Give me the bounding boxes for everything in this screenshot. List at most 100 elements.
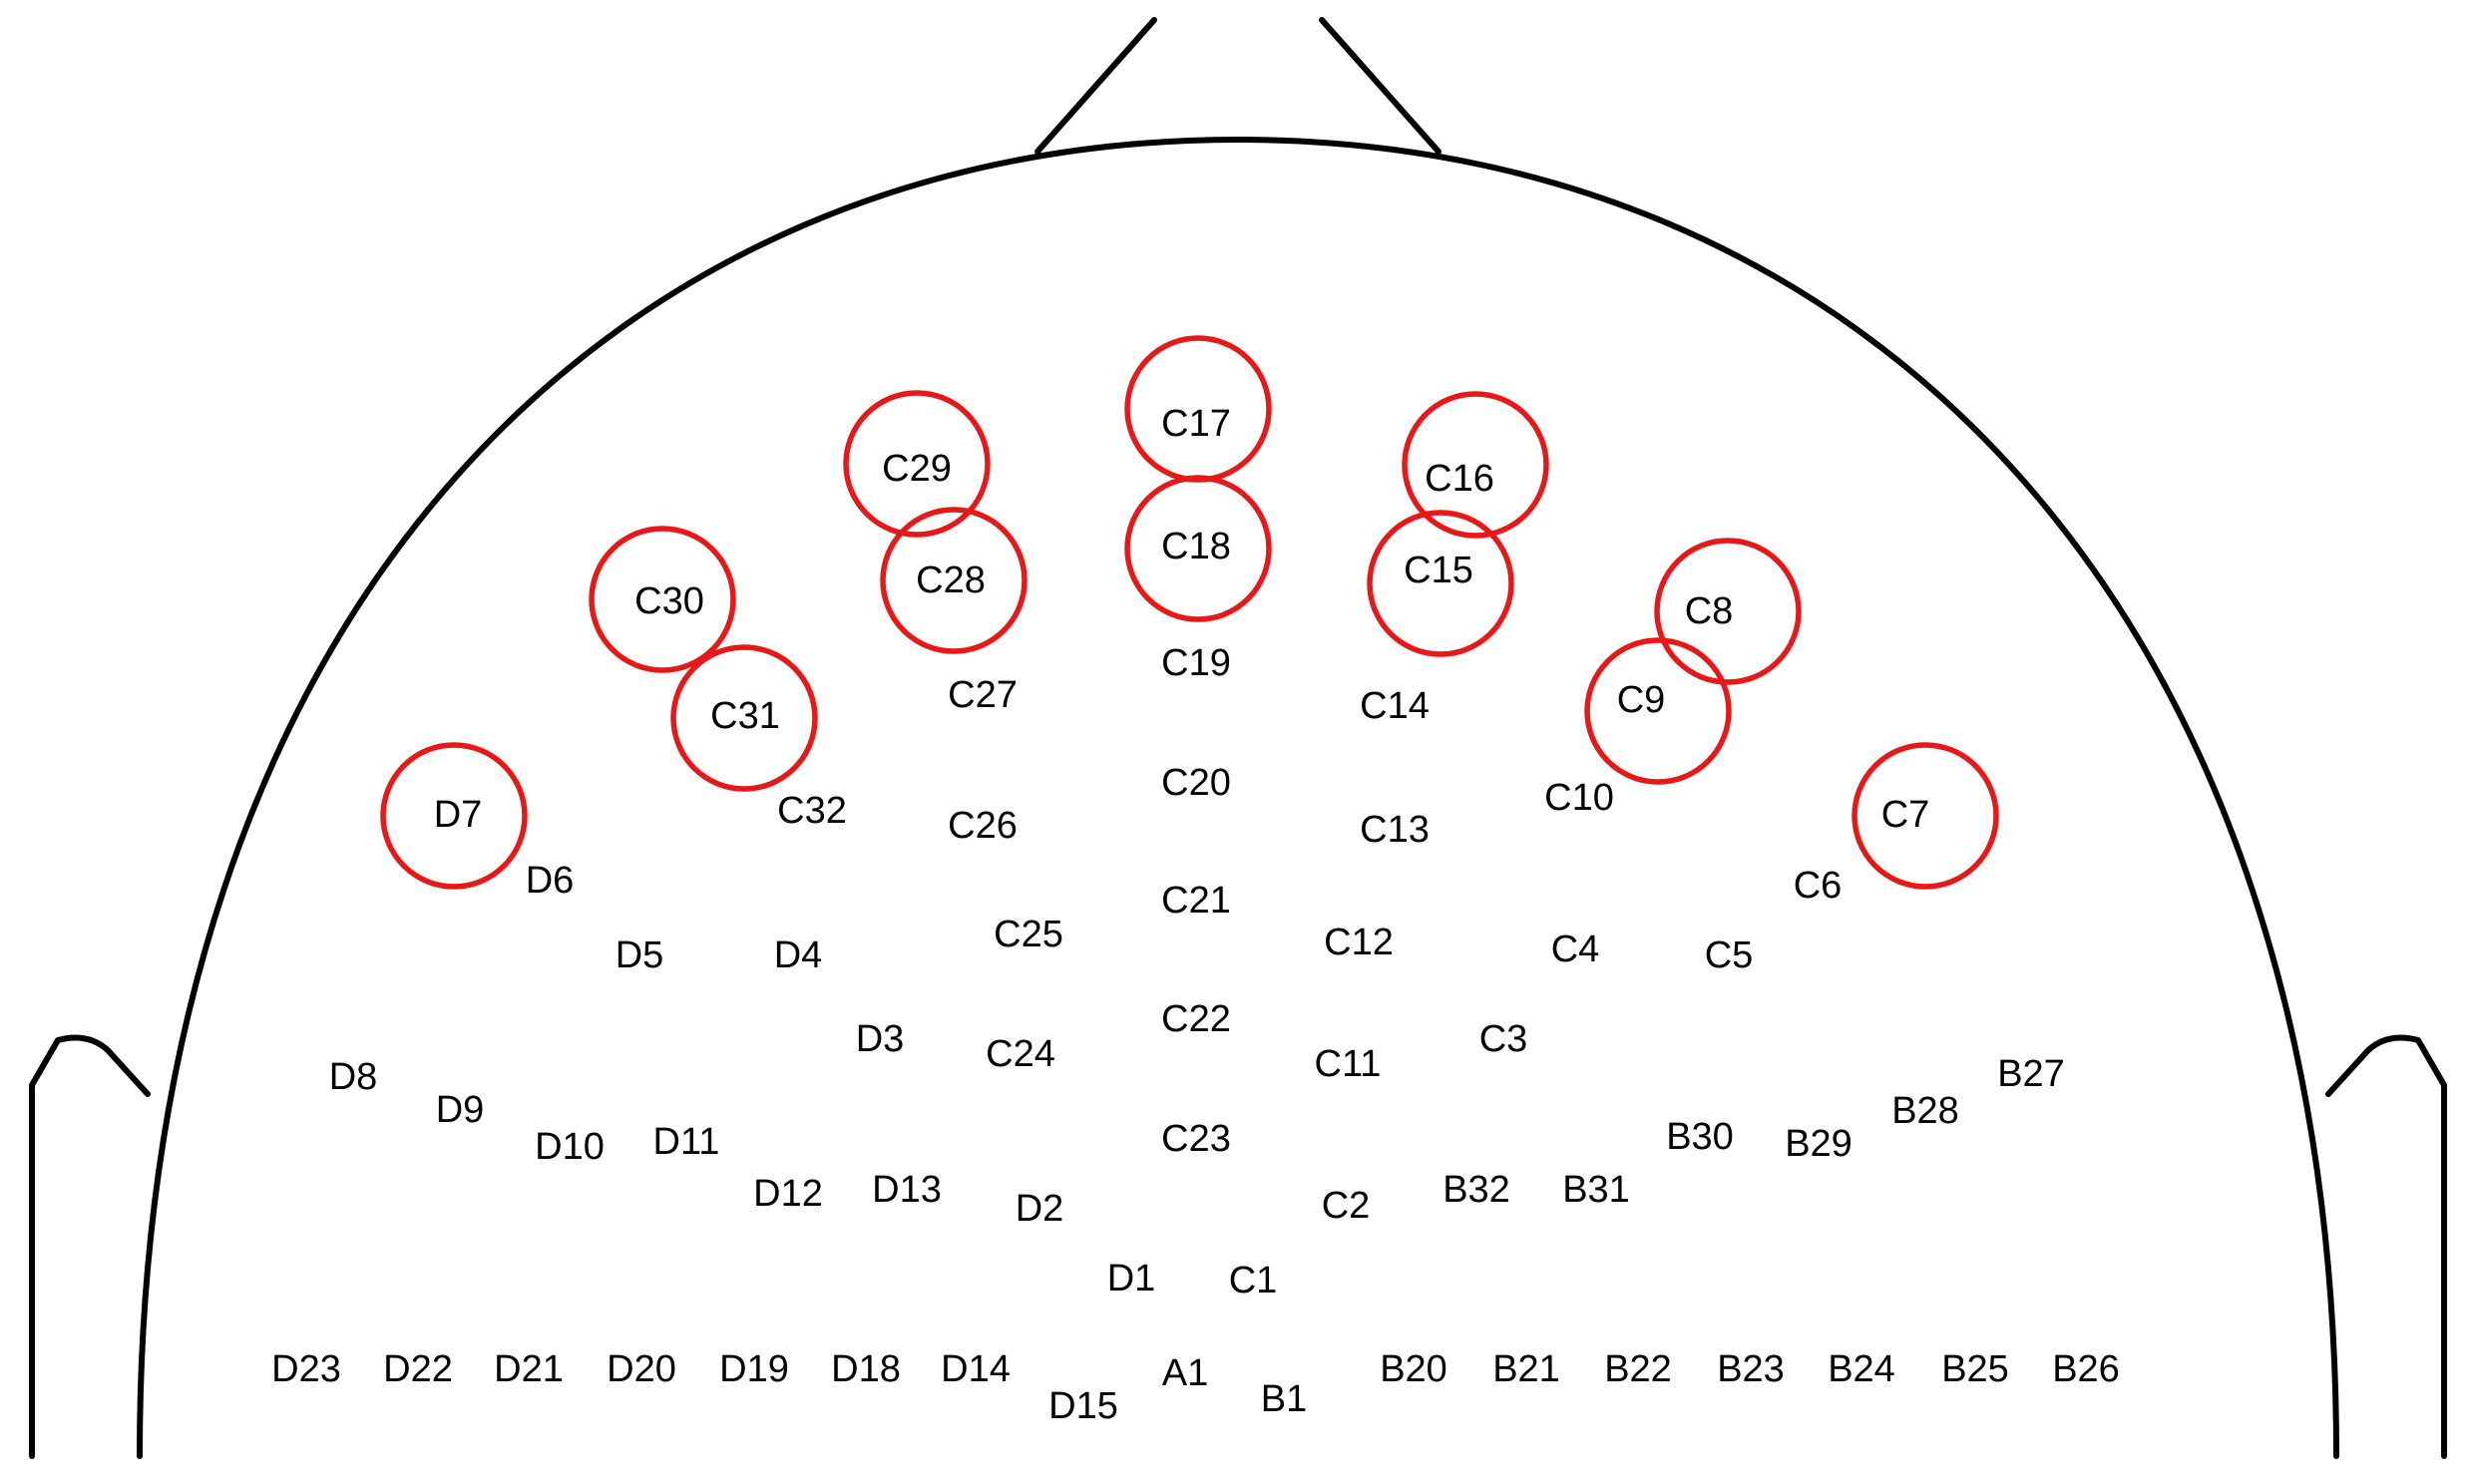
electrode-c18: C18	[1124, 475, 1272, 622]
electrode-label-d5: D5	[616, 934, 664, 976]
electrode-label-c3: C3	[1479, 1018, 1528, 1060]
electrode-c32: C32	[777, 790, 847, 832]
electrode-label-b31: B31	[1562, 1169, 1630, 1211]
electrode-c5: C5	[1705, 934, 1754, 976]
electrode-b22: B22	[1604, 1348, 1672, 1390]
electrode-label-c16: C16	[1425, 458, 1494, 500]
electrode-label-d1: D1	[1107, 1258, 1156, 1299]
electrode-c22: C22	[1161, 998, 1231, 1040]
electrode-label-b32: B32	[1443, 1169, 1510, 1211]
electrode-label-c8: C8	[1685, 590, 1734, 632]
electrode-c15: C15	[1367, 510, 1514, 657]
electrode-d3: D3	[856, 1018, 905, 1060]
highlight-ring-c29	[843, 390, 991, 538]
electrode-d19: D19	[719, 1348, 789, 1390]
electrode-c30: C30	[589, 526, 736, 673]
highlight-ring-c18	[1124, 475, 1272, 622]
right-ear-outline	[2325, 1034, 2447, 1459]
electrode-c16: C16	[1402, 391, 1549, 539]
electrode-label-b20: B20	[1380, 1348, 1447, 1390]
electrode-b28: B28	[1891, 1090, 1959, 1132]
highlight-ring-c15	[1367, 510, 1514, 657]
electrode-d23: D23	[271, 1348, 341, 1390]
electrode-d13: D13	[872, 1169, 942, 1211]
electrode-c12: C12	[1324, 922, 1394, 963]
electrode-label-c28: C28	[916, 559, 986, 601]
electrode-label-b21: B21	[1492, 1348, 1560, 1390]
electrode-label-d4: D4	[774, 934, 823, 976]
electrode-a1: A1	[1162, 1352, 1208, 1394]
electrode-label-d20: D20	[607, 1348, 676, 1390]
electrode-d12: D12	[753, 1173, 823, 1215]
electrode-label-b25: B25	[1941, 1348, 2009, 1390]
electrode-d8: D8	[329, 1056, 378, 1098]
highlight-ring-c9	[1584, 637, 1732, 785]
electrode-d10: D10	[535, 1126, 605, 1168]
electrode-label-b1: B1	[1261, 1378, 1307, 1420]
electrode-b1: B1	[1261, 1378, 1307, 1420]
electrode-label-c32: C32	[777, 790, 847, 832]
electrode-d5: D5	[616, 934, 664, 976]
electrode-c9: C9	[1584, 637, 1732, 785]
electrode-label-d14: D14	[941, 1348, 1011, 1390]
electrode-label-c30: C30	[634, 580, 704, 622]
electrode-c29: C29	[843, 390, 991, 538]
electrode-d18: D18	[831, 1348, 901, 1390]
electrode-label-c1: C1	[1229, 1260, 1278, 1301]
electrode-label-b23: B23	[1717, 1348, 1785, 1390]
electrode-label-c5: C5	[1705, 934, 1754, 976]
electrode-c10: C10	[1544, 777, 1614, 819]
electrode-d7: D7	[380, 742, 528, 890]
electrode-label-c6: C6	[1794, 865, 1843, 907]
electrode-c2: C2	[1322, 1185, 1371, 1227]
electrode-b25: B25	[1941, 1348, 2009, 1390]
electrode-label-d7: D7	[434, 794, 483, 836]
electrode-label-d3: D3	[856, 1018, 905, 1060]
electrode-label-c27: C27	[948, 674, 1018, 716]
electrode-label-d8: D8	[329, 1056, 378, 1098]
electrode-b27: B27	[1997, 1053, 2065, 1095]
electrode-c1: C1	[1229, 1260, 1278, 1301]
electrode-c11: C11	[1315, 1043, 1382, 1085]
electrode-label-c2: C2	[1322, 1185, 1371, 1227]
electrode-d4: D4	[774, 934, 823, 976]
electrode-label-c24: C24	[986, 1033, 1055, 1075]
electrode-c26: C26	[948, 805, 1018, 847]
electrode-c19: C19	[1161, 642, 1231, 684]
highlight-ring-c28	[880, 507, 1028, 654]
electrode-label-c7: C7	[1881, 794, 1930, 836]
highlight-ring-c7	[1852, 742, 1999, 890]
electrode-label-c20: C20	[1161, 762, 1231, 804]
electrode-b21: B21	[1492, 1348, 1560, 1390]
electrode-label-c10: C10	[1544, 777, 1614, 819]
electrode-b23: B23	[1717, 1348, 1785, 1390]
electrode-label-d23: D23	[271, 1348, 341, 1390]
head-outline	[29, 17, 2447, 1459]
electrode-label-d6: D6	[526, 860, 575, 902]
electrode-label-d22: D22	[383, 1348, 453, 1390]
electrode-d1: D1	[1107, 1258, 1156, 1299]
electrode-label-d2: D2	[1016, 1188, 1064, 1230]
electrode-b32: B32	[1443, 1169, 1510, 1211]
electrode-label-c29: C29	[882, 448, 952, 490]
electrode-d22: D22	[383, 1348, 453, 1390]
electrode-label-c4: C4	[1551, 928, 1600, 970]
highlight-ring-c30	[589, 526, 736, 673]
electrode-label-d18: D18	[831, 1348, 901, 1390]
electrode-c7: C7	[1852, 742, 1999, 890]
electrode-label-b26: B26	[2052, 1348, 2120, 1390]
electrode-label-c18: C18	[1161, 526, 1231, 567]
electrode-label-d11: D11	[653, 1121, 720, 1163]
electrode-b20: B20	[1380, 1348, 1447, 1390]
electrode-d11: D11	[653, 1121, 720, 1163]
electrode-label-c13: C13	[1360, 809, 1430, 851]
electrode-b26: B26	[2052, 1348, 2120, 1390]
electrode-d2: D2	[1016, 1188, 1064, 1230]
electrode-c13: C13	[1360, 809, 1430, 851]
electrode-b30: B30	[1666, 1116, 1734, 1158]
electrode-d20: D20	[607, 1348, 676, 1390]
electrode-label-d12: D12	[753, 1173, 823, 1215]
electrode-c14: C14	[1360, 685, 1430, 727]
electrode-label-c25: C25	[994, 914, 1063, 955]
